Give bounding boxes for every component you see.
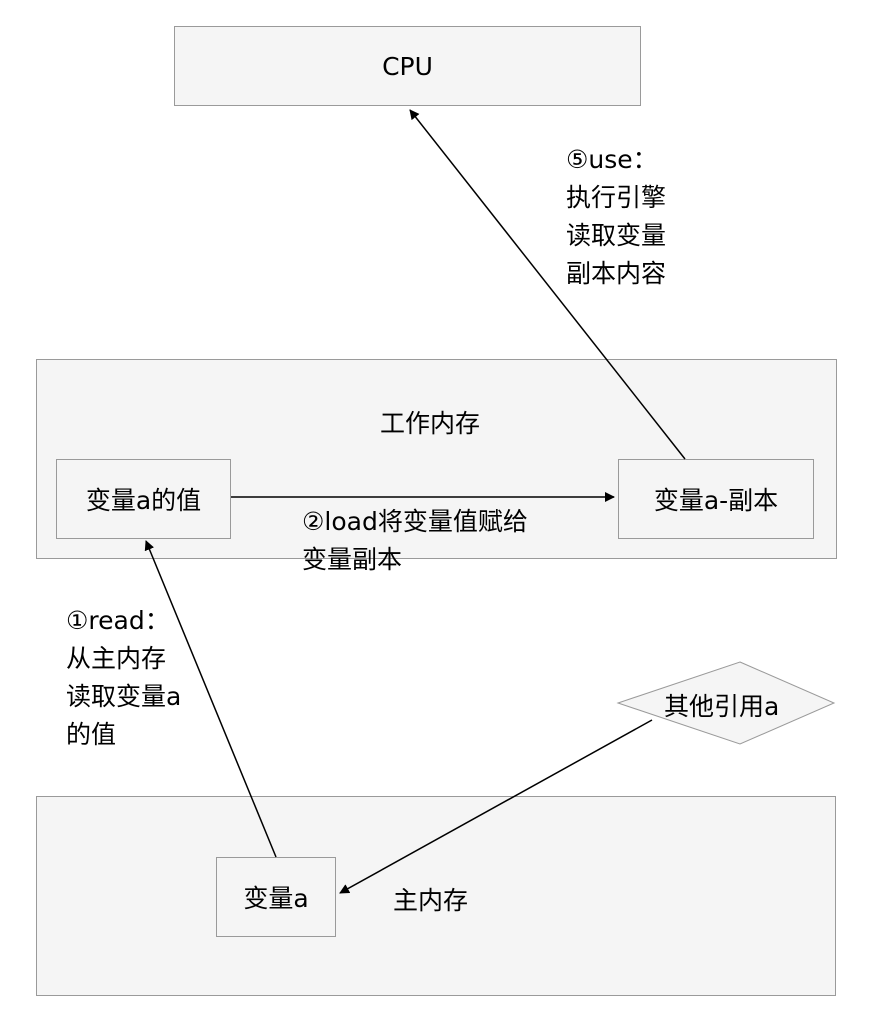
variable-value-box: 变量a的值: [56, 459, 231, 539]
working-memory-title: 工作内存: [380, 409, 481, 438]
main-memory-title: 主内存: [393, 886, 469, 915]
variable-copy-box: 变量a-副本: [618, 459, 814, 539]
read-step-line: ①read：: [66, 606, 170, 635]
use-step-line: 执行引擎: [566, 183, 667, 212]
use-step-line: 副本内容: [566, 259, 667, 288]
read-step-line: 的值: [66, 720, 117, 749]
main-variable-box: 变量a: [216, 857, 336, 937]
load-step-note: ②load将变量值赋给 变量副本: [302, 503, 528, 579]
load-step-line: 变量副本: [302, 545, 403, 574]
cpu-box: CPU: [174, 26, 641, 106]
variable-value-label: 变量a的值: [85, 486, 202, 515]
use-step-line: ⑤use：: [566, 145, 658, 174]
cpu-label: CPU: [382, 51, 433, 81]
read-step-line: 读取变量a: [66, 682, 182, 711]
use-step-line: 读取变量: [566, 221, 667, 250]
read-step-note: ①read： 从主内存 读取变量a 的值: [66, 602, 181, 754]
variable-copy-label: 变量a-副本: [653, 486, 779, 515]
load-step-line: ②load将变量值赋给: [302, 507, 528, 536]
use-step-note: ⑤use： 执行引擎 读取变量 副本内容: [566, 141, 666, 293]
other-reference-label: 其他引用a: [664, 692, 780, 721]
read-step-line: 从主内存: [66, 644, 167, 673]
main-variable-label: 变量a: [243, 884, 309, 913]
